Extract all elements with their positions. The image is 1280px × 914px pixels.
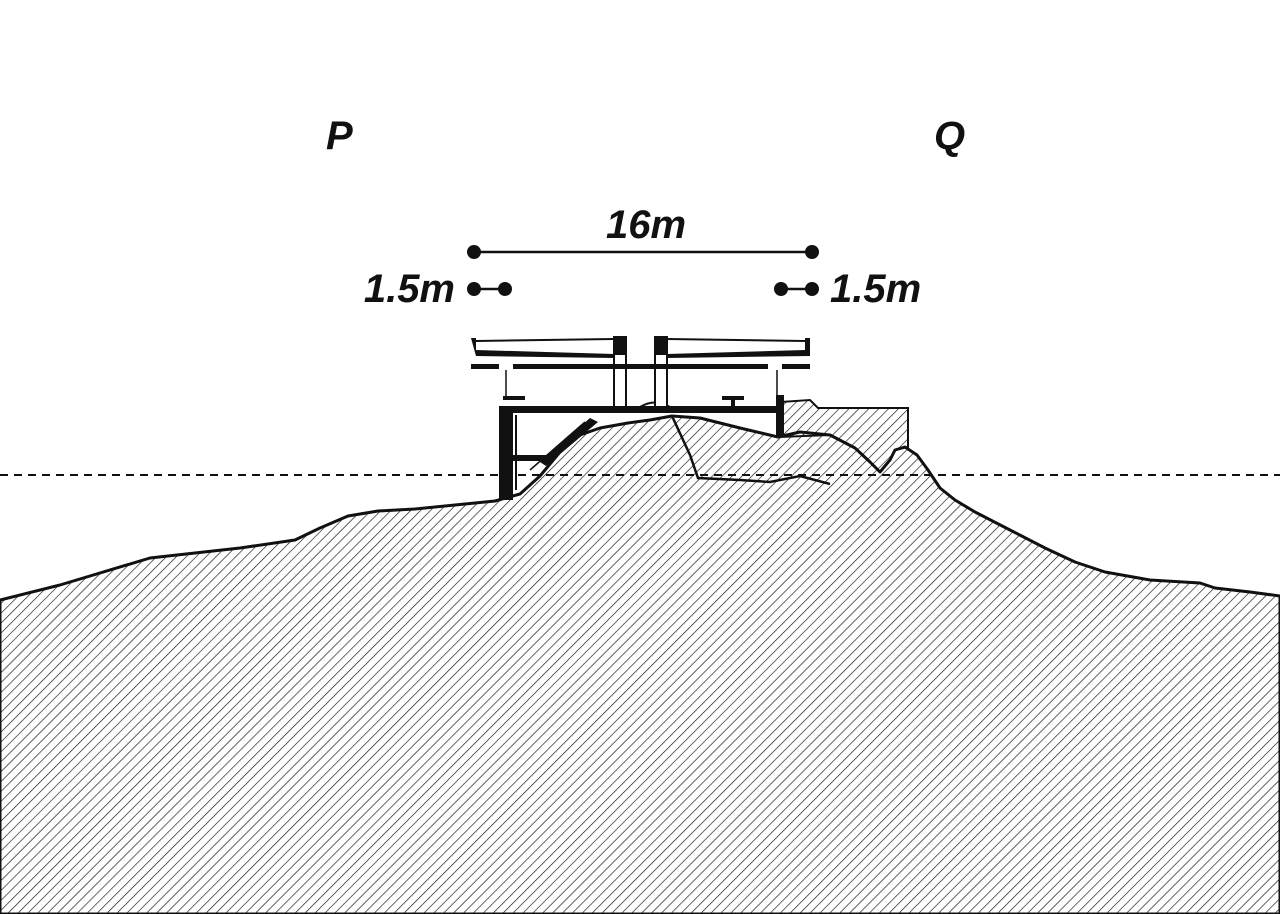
terrain-section (0, 414, 1280, 914)
floor-fitting-right-stem (731, 399, 735, 407)
roof-underside (471, 364, 810, 369)
column-left-cap (613, 338, 627, 355)
left-offset-label: 1.5m (364, 267, 455, 311)
right-wall (776, 395, 784, 437)
roof-slab-right (667, 338, 810, 358)
point-label-p: P (326, 114, 353, 158)
diagonal-strut-thin (529, 421, 586, 471)
right-offset-label: 1.5m (830, 267, 921, 311)
frame-brace-lower (513, 455, 553, 461)
roof-underside-gap (499, 364, 513, 369)
floor-fitting-right-top (722, 396, 744, 400)
floor-slab (499, 406, 784, 413)
roof-underside-gap-right (768, 364, 782, 369)
rock-contour (670, 415, 831, 486)
left-offset-dot-inner (498, 282, 512, 296)
roof-top-line-right (666, 338, 806, 342)
rock-outcrop (779, 398, 909, 474)
column-right-cap (654, 338, 668, 355)
point-label-q: Q (934, 114, 965, 158)
left-offset-dot-outer (467, 282, 481, 296)
floor-fitting-left (503, 396, 525, 400)
roof-top-line-left (475, 338, 615, 342)
span-dimension-label: 16m (606, 203, 686, 247)
span-dimension-end-left (467, 245, 481, 259)
right-offset-dot-inner (774, 282, 788, 296)
roof-slab (471, 338, 614, 358)
left-wall (499, 408, 513, 500)
right-offset-dot-outer (805, 282, 819, 296)
diagonal-strut (540, 418, 598, 466)
span-dimension-end-right (805, 245, 819, 259)
